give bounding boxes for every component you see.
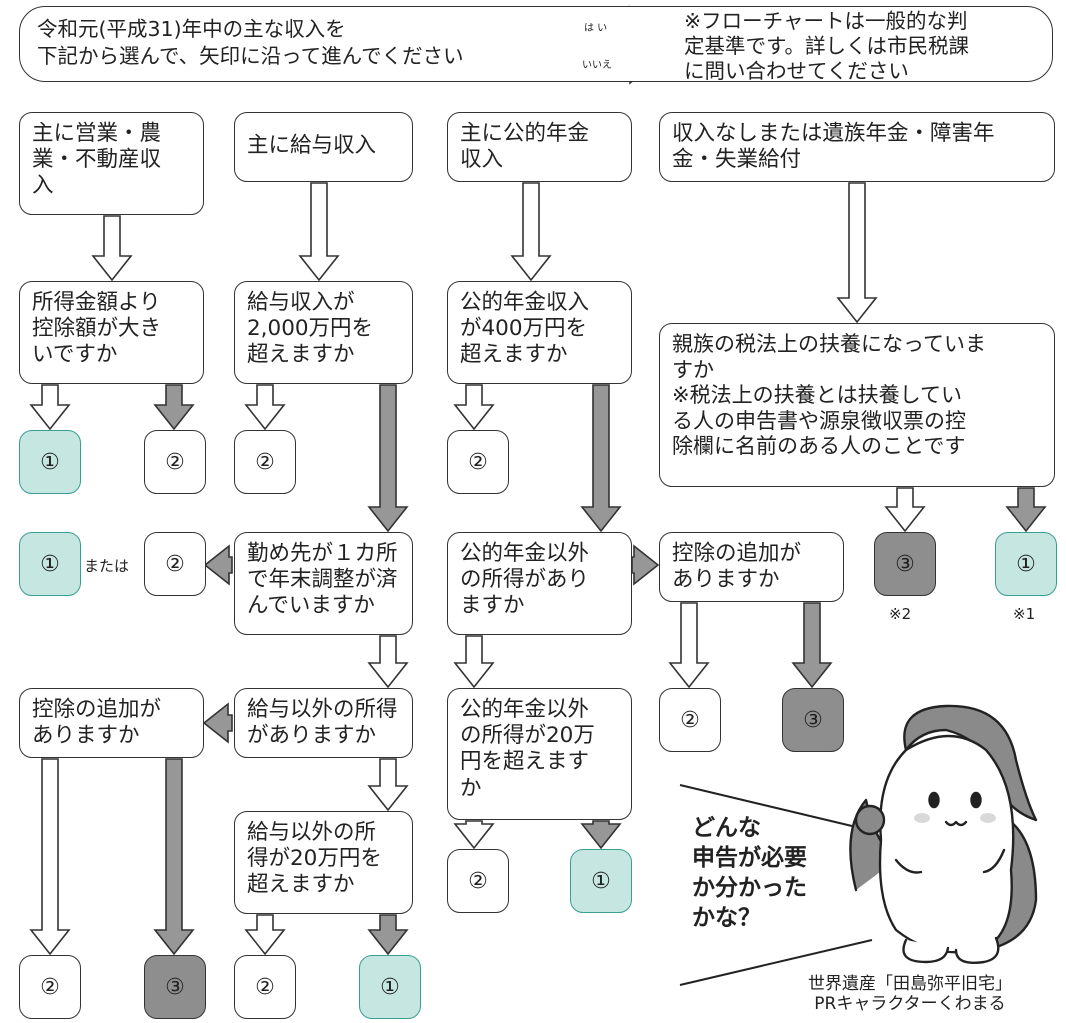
yes-arrow xyxy=(29,384,71,431)
node-eigyo: 主に営業・農 業・不動産収 入 xyxy=(19,112,204,215)
instruction-header xyxy=(19,6,1053,82)
yes-arrow xyxy=(836,182,878,324)
no-arrow xyxy=(202,702,233,744)
yes-arrow xyxy=(668,602,710,689)
result-1: ① xyxy=(19,532,81,596)
yes-arrow xyxy=(510,182,552,282)
yes-arrow xyxy=(453,384,495,431)
result-2: ② xyxy=(19,955,81,1019)
or-text: または xyxy=(84,557,130,575)
node-tsutomesaki: 勤め先が１カ所 で年末調整が済 んでいますか xyxy=(234,532,413,635)
result-2: ② xyxy=(234,955,296,1019)
node-nashi: 収入なしまたは遺族年金・障害年 金・失業給付 xyxy=(659,112,1055,182)
node-shotoku-kojo: 所得金額より 控除額が大き いですか xyxy=(19,281,204,384)
node-nenkin-400: 公的年金収入 が400万円を 超えますか xyxy=(447,281,632,384)
yes-arrow xyxy=(91,215,133,282)
result-2: ② xyxy=(144,430,206,494)
result-1: ① xyxy=(570,849,632,913)
note-2: ※2 xyxy=(889,605,912,623)
character-caption: 世界遺産「田島弥平旧宅」 PRキャラクターくわまる xyxy=(808,974,1012,1014)
result-2: ② xyxy=(234,430,296,494)
no-arrow xyxy=(367,914,409,956)
character-speech: どんな 申告が必要 か分かった かな？ xyxy=(692,815,807,931)
no-arrow xyxy=(580,820,622,850)
yes-arrow xyxy=(453,820,495,850)
no-arrow xyxy=(631,544,660,586)
result-2: ② xyxy=(447,849,509,913)
node-kyuyo-igai: 給与以外の所得 がありますか xyxy=(234,688,413,758)
node-kyuyo: 主に給与収入 xyxy=(234,112,413,182)
yes-arrow xyxy=(244,384,286,431)
node-nenkin-igai-20: 公的年金以外 の所得が20万 円を超えます か xyxy=(447,688,632,820)
no-arrow xyxy=(580,384,622,533)
yes-arrow xyxy=(244,914,286,956)
yes-arrow xyxy=(453,635,495,689)
header-instruction: 令和元(平成31)年中の主な収入を 下記から選んで、矢印に沿って進んでください xyxy=(37,17,464,68)
node-kyuyo-igai-20: 給与以外の所 得が20万円を 超えますか xyxy=(234,811,413,914)
no-arrow xyxy=(153,384,195,431)
node-fuyo: 親族の税法上の扶養になっていま すか ※税法上の扶養とは扶養してい る人の申告書… xyxy=(659,323,1055,487)
node-nenkin-igai: 公的年金以外 の所得があり ますか xyxy=(447,532,632,635)
node-kojo-tsuika-1: 控除の追加が ありますか xyxy=(19,688,204,758)
yes-arrow xyxy=(298,182,340,282)
yes-arrow xyxy=(29,758,71,956)
node-kyuyo-2000: 給与収入が 2,000万円を 超えますか xyxy=(234,281,413,384)
yes-arrow xyxy=(884,487,926,533)
no-arrow xyxy=(153,758,195,956)
no-arrow xyxy=(1005,487,1047,533)
legend-yes-label: は い xyxy=(584,23,608,34)
result-2: ② xyxy=(447,430,509,494)
note-1: ※1 xyxy=(1013,605,1036,623)
mascot-kuwamaru-illustration xyxy=(849,704,1038,964)
no-arrow xyxy=(791,602,833,689)
yes-arrow xyxy=(367,758,409,812)
no-arrow xyxy=(203,544,233,586)
result-3: ③ xyxy=(874,532,936,596)
result-1: ① xyxy=(995,532,1057,596)
no-arrow xyxy=(367,384,409,533)
result-2: ② xyxy=(659,688,721,752)
result-3: ③ xyxy=(144,955,206,1019)
yes-arrow xyxy=(367,635,409,689)
legend-no-label: いいえ xyxy=(582,60,612,71)
result-1: ① xyxy=(359,955,421,1019)
node-nenkin: 主に公的年金 収入 xyxy=(447,112,632,182)
node-kojo-tsuika-2: 控除の追加が ありますか xyxy=(659,532,844,602)
header-note: ※フローチャートは一般的な判 定基準です。詳しくは市民税課 に問い合わせてくださ… xyxy=(684,9,969,83)
result-1: ① xyxy=(19,430,81,494)
result-3: ③ xyxy=(782,688,844,752)
result-2: ② xyxy=(144,532,206,596)
